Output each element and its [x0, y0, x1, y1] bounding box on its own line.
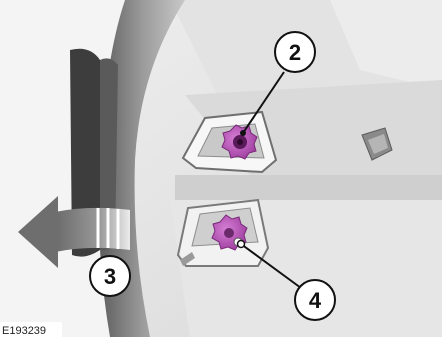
- callout-badge-3: 3: [90, 256, 130, 296]
- figure-code: E193239: [2, 325, 46, 337]
- callout-badge-4: 4: [295, 280, 335, 320]
- callout-label-2: 2: [289, 40, 301, 65]
- callout-label-3: 3: [104, 264, 116, 289]
- callout-label-4: 4: [309, 288, 322, 313]
- callout-4-point: [238, 241, 245, 248]
- callout-badge-2: 2: [275, 32, 315, 72]
- callout-2-point: [240, 130, 246, 136]
- shelf-edge: [175, 175, 442, 200]
